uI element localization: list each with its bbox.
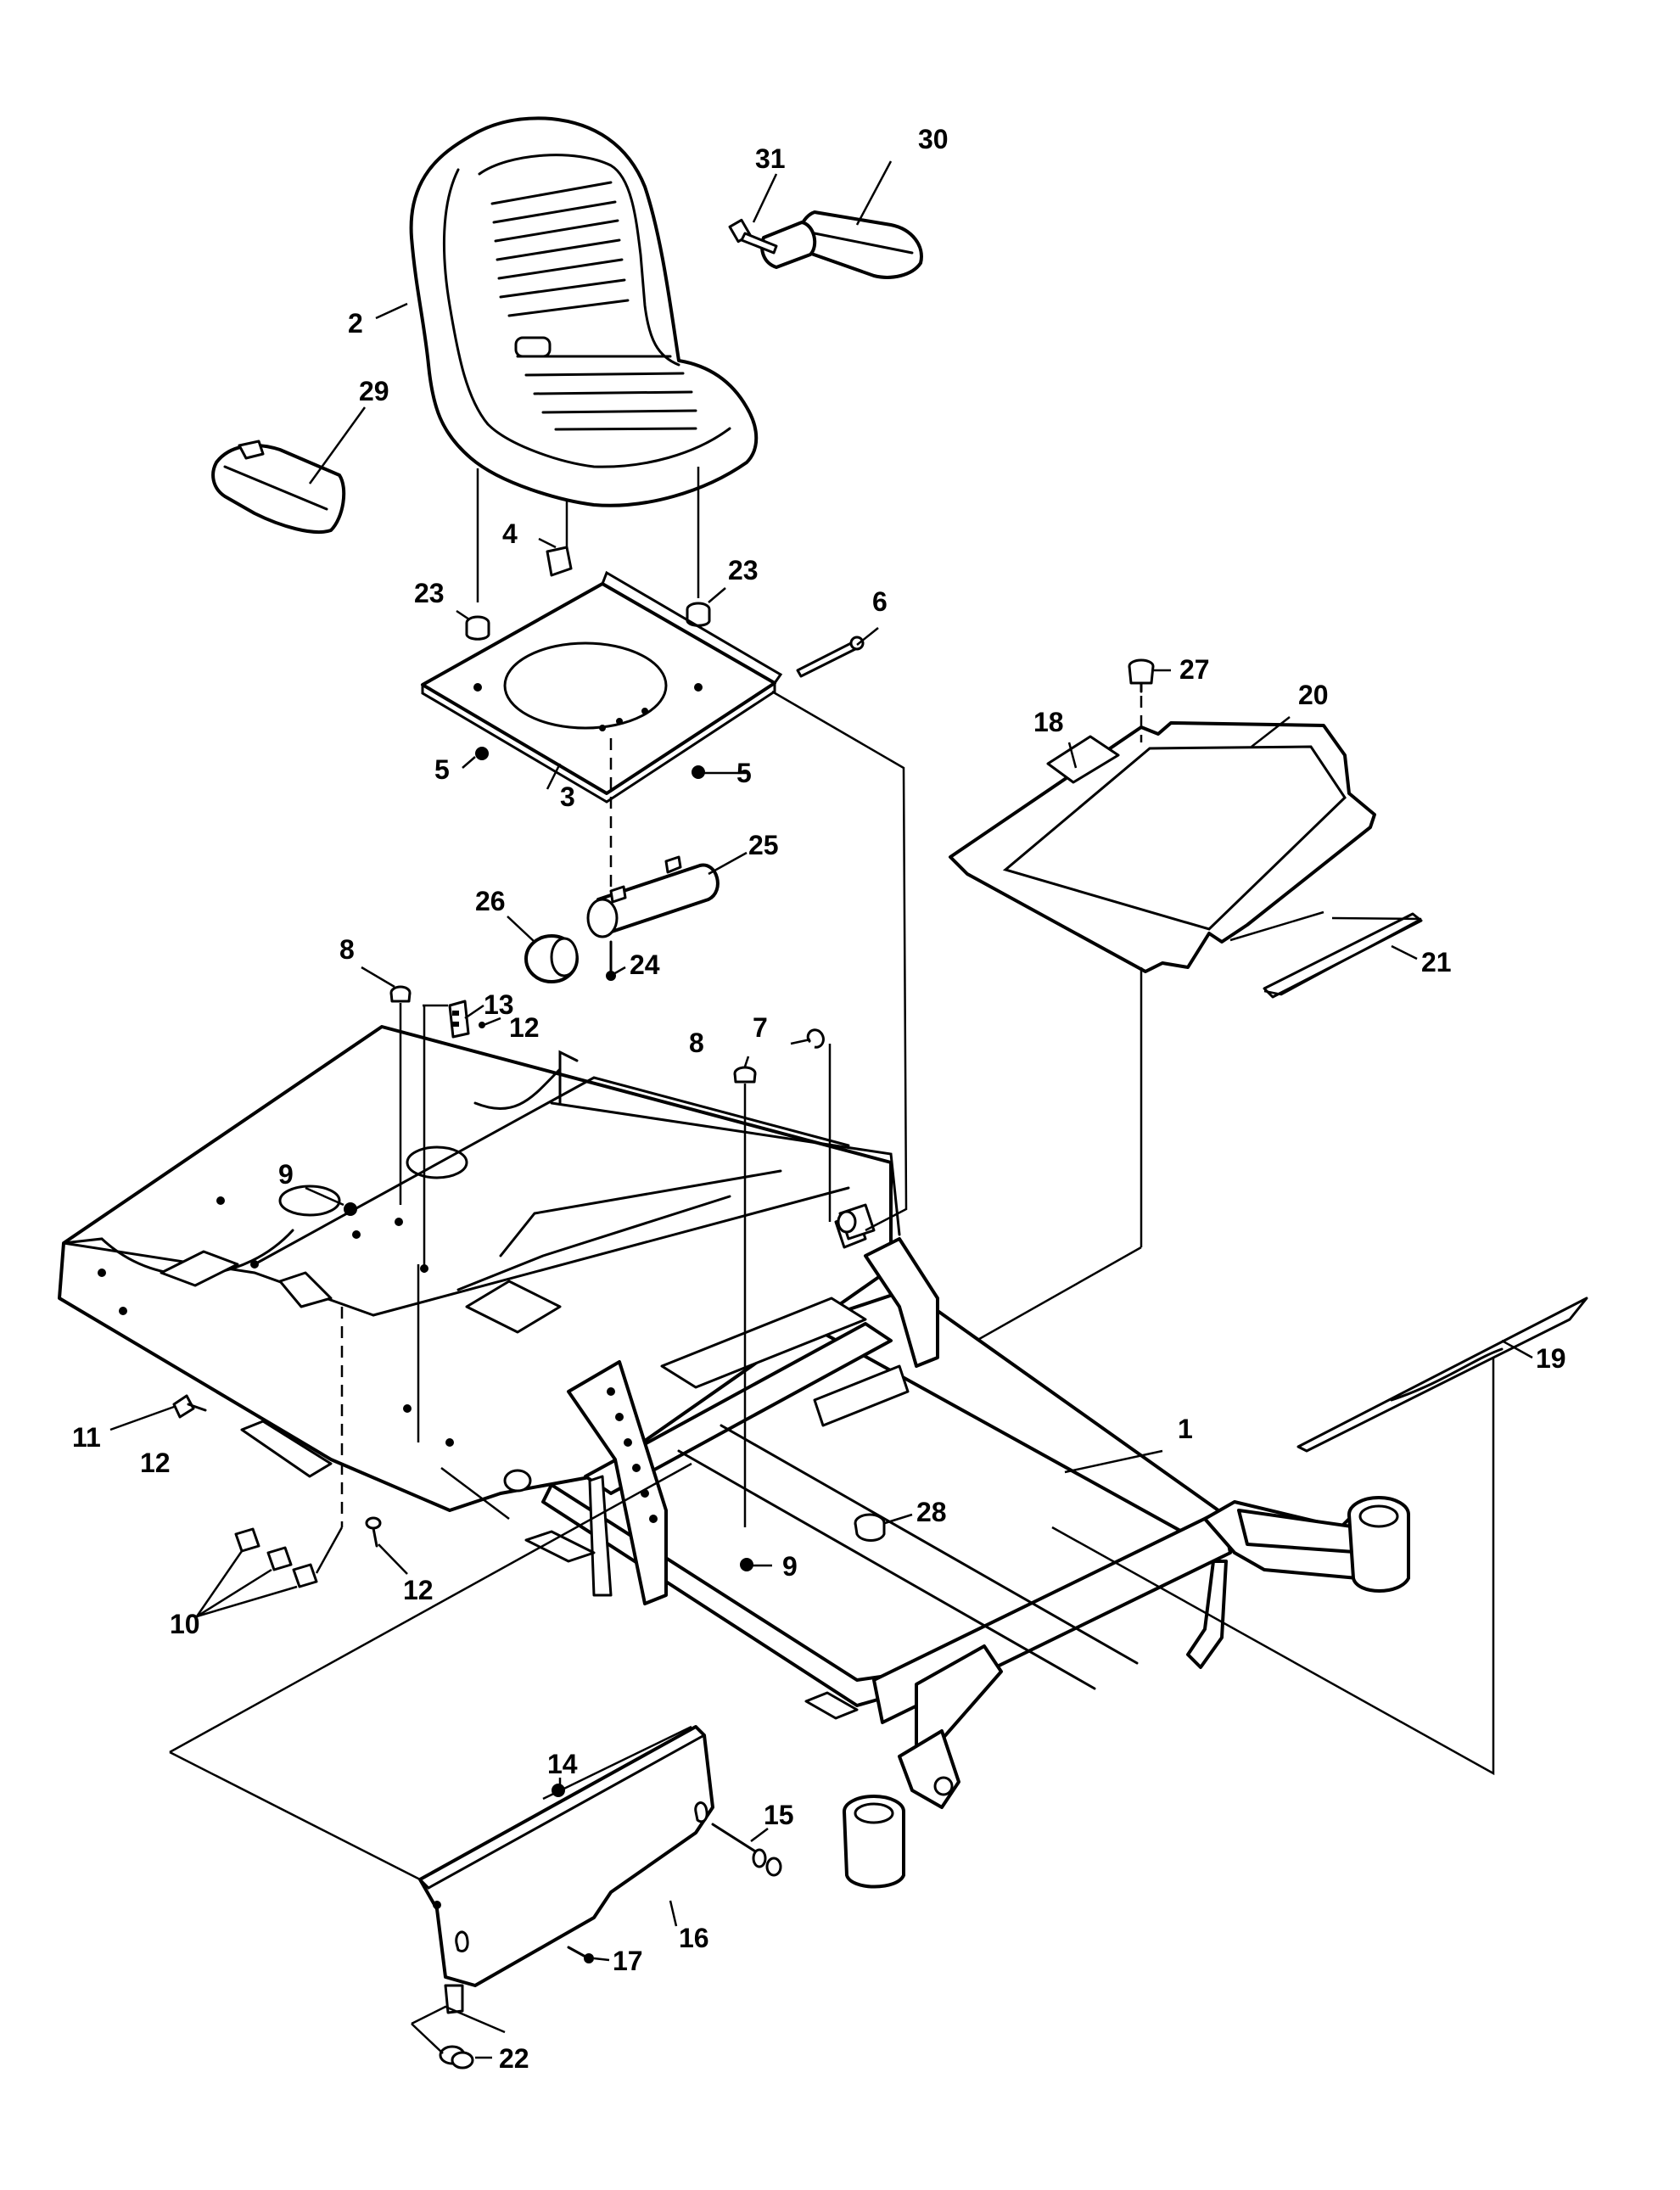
- seat: [409, 116, 759, 507]
- pivot-bracket-left: [567, 1360, 668, 1605]
- callout-8-right: 8: [689, 1028, 704, 1058]
- bolt-27: [1128, 658, 1155, 693]
- main-frame: [58, 1025, 901, 1512]
- screw-24: [606, 940, 616, 981]
- strip-21: [1263, 912, 1423, 999]
- callout-2: 2: [348, 308, 363, 339]
- callout-4: 4: [502, 518, 518, 549]
- armrest-left: [211, 440, 346, 535]
- callout-1: 1: [1178, 1414, 1193, 1444]
- callout-20: 20: [1298, 680, 1329, 710]
- callout-leaders: [109, 160, 1533, 2059]
- callout-8-left: 8: [339, 934, 355, 965]
- spacer-23-right: [686, 602, 711, 627]
- callout-19: 19: [1536, 1343, 1566, 1374]
- callout-22: 22: [499, 2043, 529, 2074]
- callout-27: 27: [1179, 654, 1210, 685]
- callout-5-left: 5: [434, 754, 450, 785]
- plug-8-right: [733, 1066, 757, 1527]
- seat-switch: [546, 501, 573, 577]
- floor-plate: [949, 721, 1376, 973]
- callout-11: 11: [72, 1422, 101, 1453]
- nut-9-right: [740, 1558, 753, 1571]
- callout-6: 6: [872, 586, 888, 617]
- screw-17: [567, 1946, 594, 1963]
- callout-15: 15: [764, 1800, 794, 1830]
- nut-5-left: [475, 747, 489, 760]
- seat-slide-tube: [586, 855, 720, 938]
- callout-12-top: 12: [509, 1012, 540, 1043]
- spacer-23-left: [465, 615, 490, 641]
- screw-12-lower: [187, 1403, 207, 1412]
- callout-7: 7: [753, 1012, 768, 1043]
- callout-25: 25: [748, 830, 779, 860]
- pin-6: [796, 636, 865, 678]
- callout-5-right: 5: [736, 758, 752, 788]
- connector-13: [448, 1000, 470, 1039]
- armrest-right: [760, 210, 923, 279]
- nut-9-left: [344, 1202, 357, 1216]
- callout-28: 28: [916, 1497, 947, 1527]
- seat-pan-ribs: [490, 181, 697, 431]
- seat-mount-plate: [421, 570, 783, 804]
- connectors-10: [234, 1527, 318, 1588]
- plate-19: [1296, 1297, 1588, 1453]
- callout-30: 30: [918, 124, 949, 154]
- callout-12-bottom: 12: [403, 1575, 434, 1605]
- bolt-15: [711, 1823, 782, 1877]
- clip-7: [806, 1028, 825, 1049]
- callout-29: 29: [359, 376, 389, 406]
- tab-bracket: [240, 1420, 333, 1478]
- callout-17: 17: [613, 1946, 643, 1976]
- bolt-31: [728, 218, 778, 255]
- callout-21: 21: [1421, 947, 1452, 977]
- callout-18: 18: [1033, 707, 1064, 737]
- plug-8-left: [389, 985, 412, 1205]
- callout-14: 14: [547, 1749, 578, 1779]
- callout-26: 26: [475, 886, 506, 916]
- callout-labels: 1 2 3 4 5 5 6 7 8 8 9 9 10 11 12 12 12 1…: [72, 124, 1566, 2074]
- clip-11: [172, 1394, 195, 1419]
- lower-shield: [418, 1725, 714, 1987]
- callout-13: 13: [484, 989, 514, 1020]
- bushing-28: [854, 1513, 886, 1542]
- callout-3: 3: [560, 781, 575, 812]
- callout-16: 16: [679, 1923, 709, 1953]
- caster-fork-right: [1237, 1496, 1410, 1593]
- callout-24: 24: [630, 949, 660, 980]
- nut-5-right: [692, 765, 705, 779]
- knob-26: [524, 934, 579, 983]
- callout-23-right: 23: [728, 555, 759, 585]
- callout-12-left: 12: [140, 1448, 171, 1478]
- caster-fork-left: [843, 1644, 1003, 1889]
- callout-9-left: 9: [278, 1159, 294, 1190]
- callout-31: 31: [755, 143, 786, 174]
- callout-9-right: 9: [782, 1551, 798, 1582]
- callout-10: 10: [170, 1609, 200, 1639]
- callout-23-left: 23: [414, 578, 445, 608]
- latch-22: [439, 1984, 474, 2070]
- screw-12-right: [365, 1516, 382, 1548]
